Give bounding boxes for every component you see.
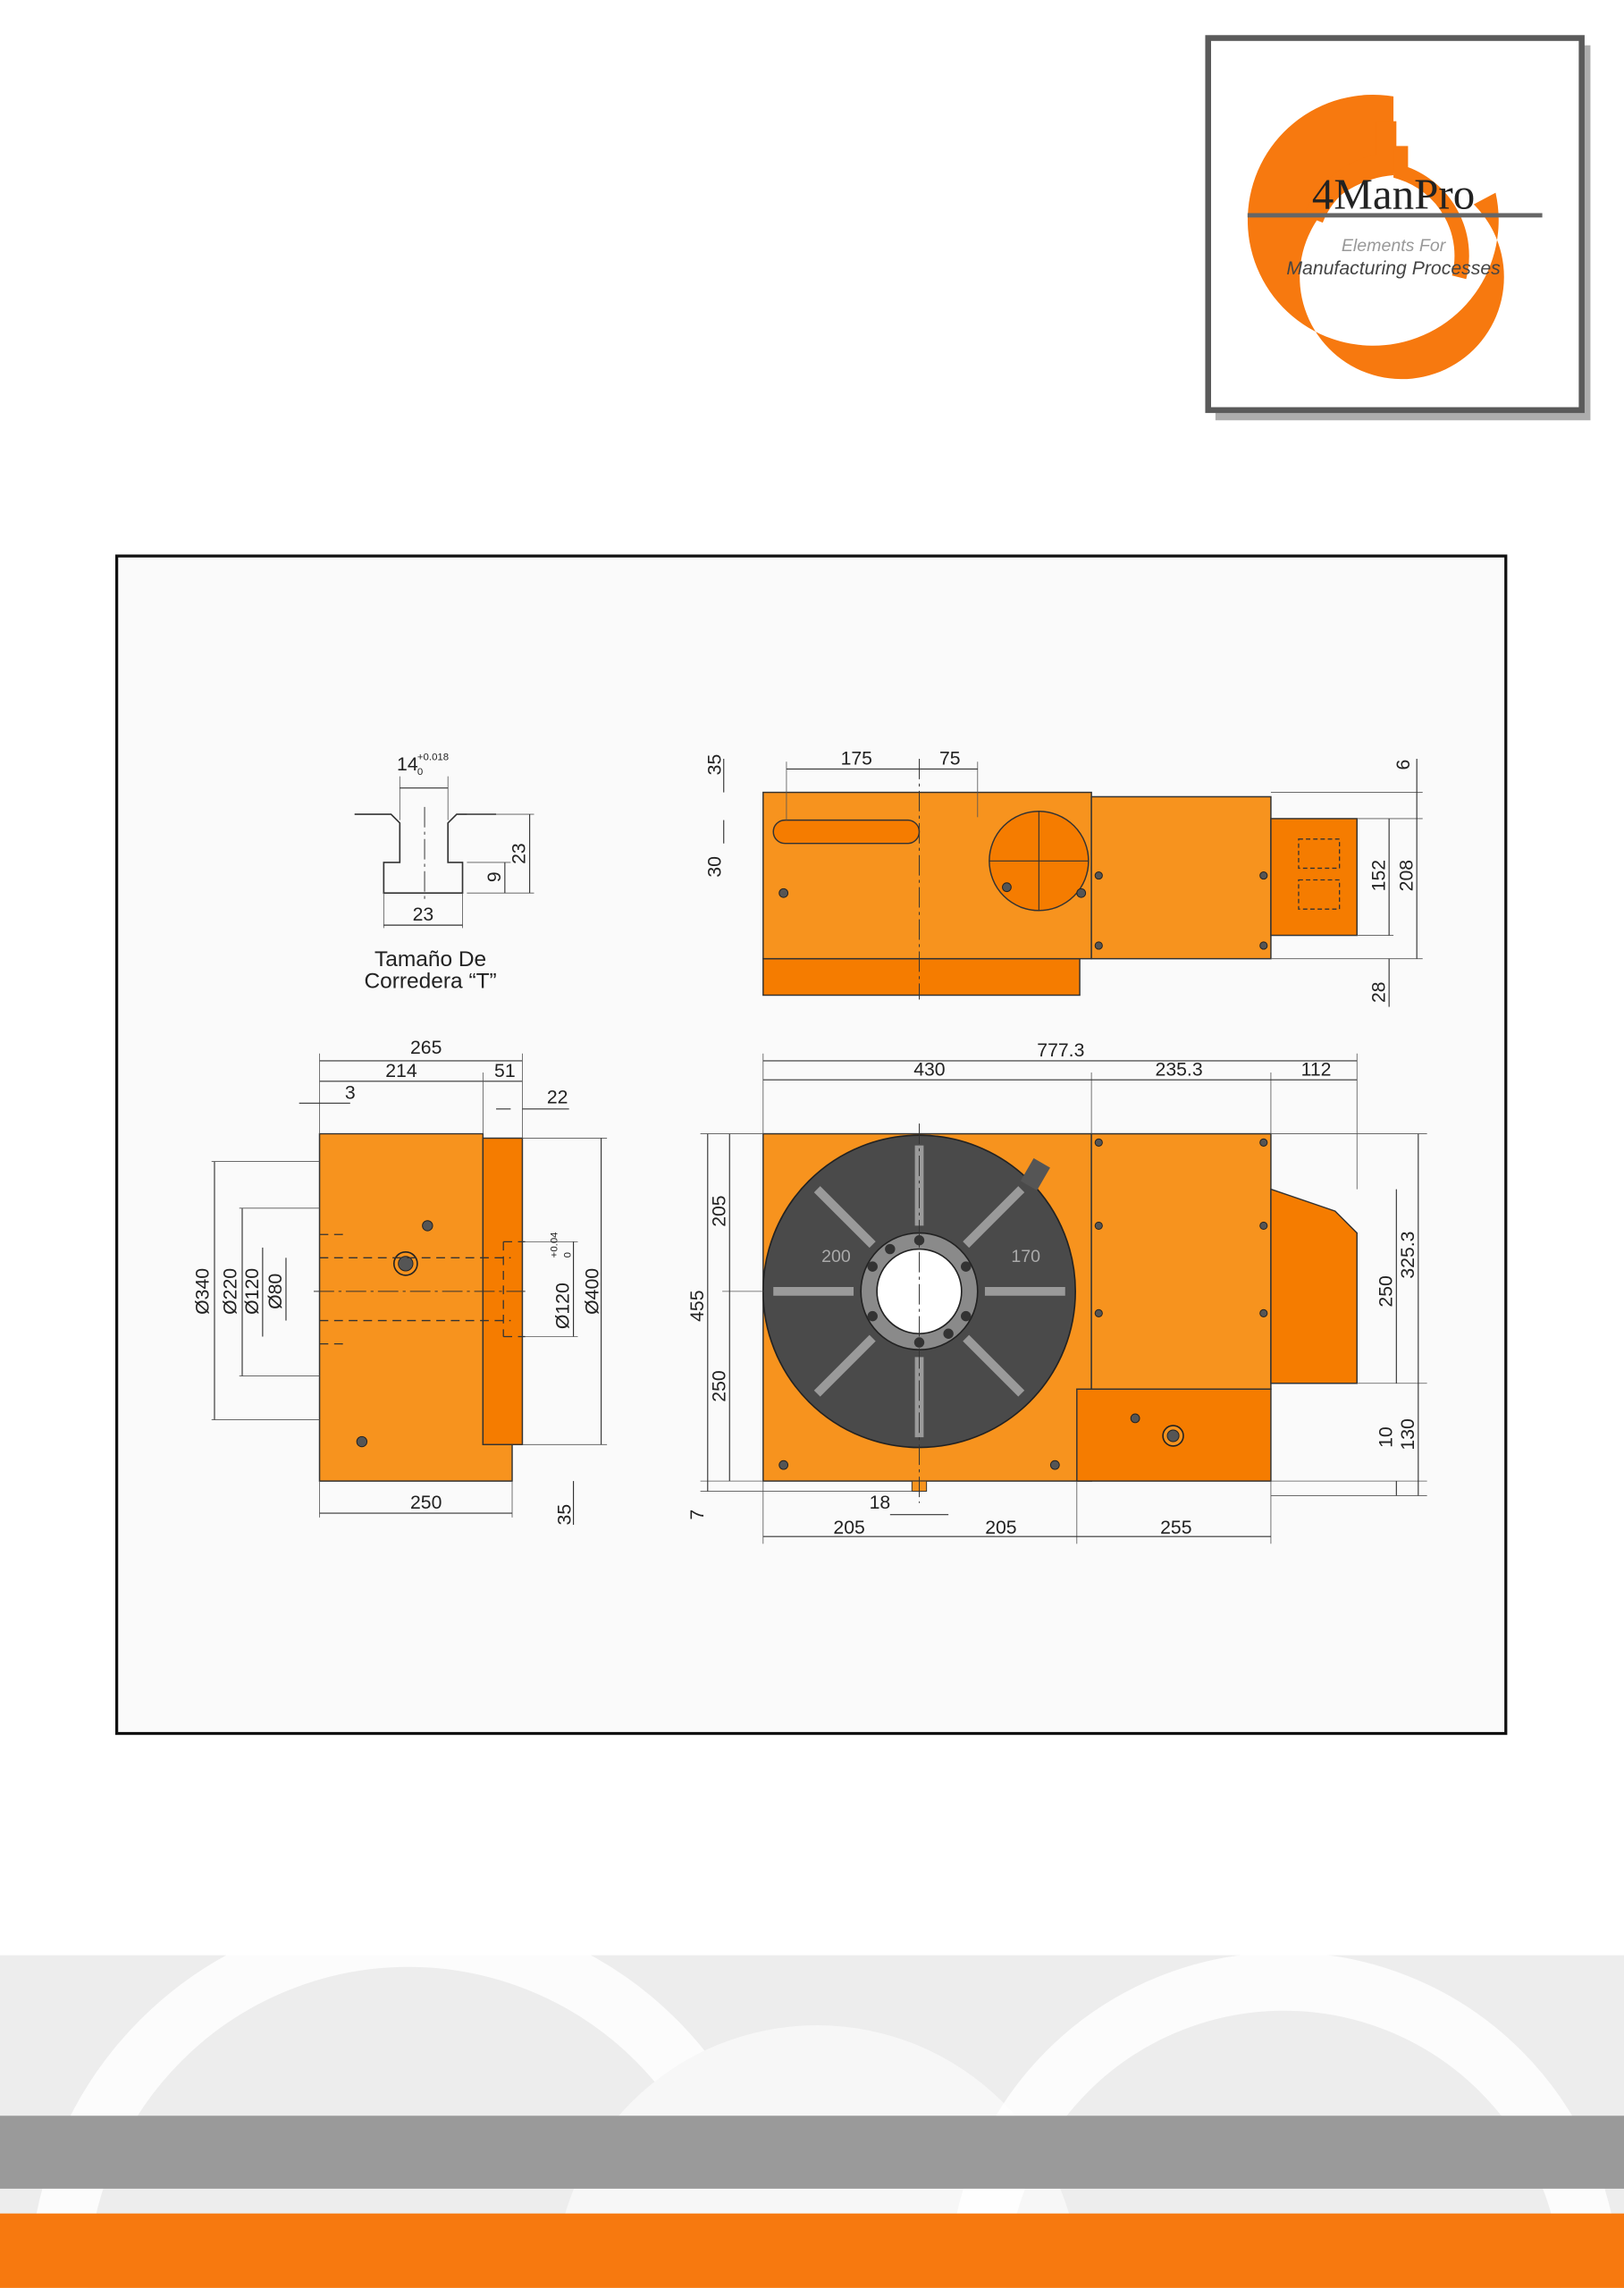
tslot-detail: 14 +0.018 0 23 9 23 Tamaño De Corredera … [354, 753, 534, 993]
dim-tslot-height: 23 [509, 843, 530, 864]
dim-7: 7 [687, 1510, 708, 1520]
tol-lower: 0 [417, 767, 423, 778]
dim-3: 3 [345, 1082, 356, 1103]
dim-30: 30 [704, 856, 725, 878]
dim-51: 51 [494, 1061, 516, 1081]
dim-208: 208 [1396, 860, 1417, 891]
dim-175: 175 [841, 749, 872, 770]
tslot-caption-2: Corredera “T” [364, 969, 496, 993]
dim-18: 18 [870, 1493, 891, 1513]
dim-152: 152 [1368, 860, 1389, 891]
dim-777-3: 777.3 [1037, 1040, 1084, 1061]
dim-35-side: 35 [554, 1504, 575, 1526]
dim-112: 112 [1301, 1059, 1332, 1080]
dim-d340: Ø340 [192, 1268, 213, 1315]
dim-75: 75 [939, 749, 961, 770]
dim-250-side: 250 [410, 1493, 442, 1513]
tol-upper: +0.04 [550, 1232, 560, 1258]
logo-tagline-1: Elements For [1342, 236, 1447, 256]
logo-ring-outer [1247, 95, 1504, 380]
front-view: 175 75 35 30 6 152 208 28 [704, 749, 1423, 1007]
tol-lower: 0 [562, 1252, 573, 1258]
dim-130: 130 [1398, 1418, 1418, 1450]
dim-255: 255 [1160, 1518, 1191, 1538]
dim-d400: Ø400 [582, 1268, 602, 1315]
logo-tagline-2: Manufacturing Processes [1286, 258, 1501, 279]
dim-tslot-width: 14 [397, 754, 418, 775]
footer-decoration [0, 1908, 1624, 2288]
dim-d120: Ø120 [242, 1268, 263, 1315]
dim-d80: Ø80 [265, 1274, 286, 1309]
dim-250-v: 250 [709, 1370, 729, 1401]
footer-orange-band [0, 2213, 1624, 2288]
dim-235-3: 235.3 [1156, 1059, 1203, 1080]
dim-265: 265 [410, 1038, 442, 1058]
logo-brand: 4ManPro [1312, 170, 1475, 219]
tslot-caption-1: Tamaño De [374, 947, 486, 972]
company-logo: 4ManPro Elements For Manufacturing Proce… [1205, 35, 1591, 421]
dim-455: 455 [687, 1291, 708, 1322]
dim-250-r: 250 [1376, 1275, 1396, 1307]
label-170: 170 [1011, 1247, 1040, 1266]
plan-view: 200 170 777.3 430 235.3 112 205 250 455 … [687, 1040, 1427, 1544]
dim-d120-tol: Ø120 [553, 1283, 574, 1329]
dim-430: 430 [913, 1059, 945, 1080]
label-200: 200 [821, 1247, 851, 1266]
dim-tslot-base: 23 [413, 904, 434, 925]
dim-205-b: 205 [985, 1518, 1016, 1538]
dim-28: 28 [1368, 981, 1389, 1003]
footer-gray-band [0, 2116, 1624, 2189]
tol-upper: +0.018 [417, 753, 449, 763]
dim-205-a: 205 [833, 1518, 864, 1538]
dim-22: 22 [547, 1087, 568, 1107]
dim-d220: Ø220 [220, 1268, 240, 1315]
side-view: 265 214 51 3 22 Ø340 Ø220 Ø120 Ø80 Ø120 … [192, 1038, 608, 1526]
dim-214: 214 [385, 1061, 417, 1081]
dim-35-top: 35 [704, 754, 725, 776]
dim-325-3: 325.3 [1398, 1232, 1418, 1279]
dim-6: 6 [1393, 760, 1414, 770]
dim-10: 10 [1376, 1426, 1396, 1448]
dim-205-v: 205 [709, 1195, 729, 1226]
dim-tslot-head: 9 [484, 871, 505, 882]
